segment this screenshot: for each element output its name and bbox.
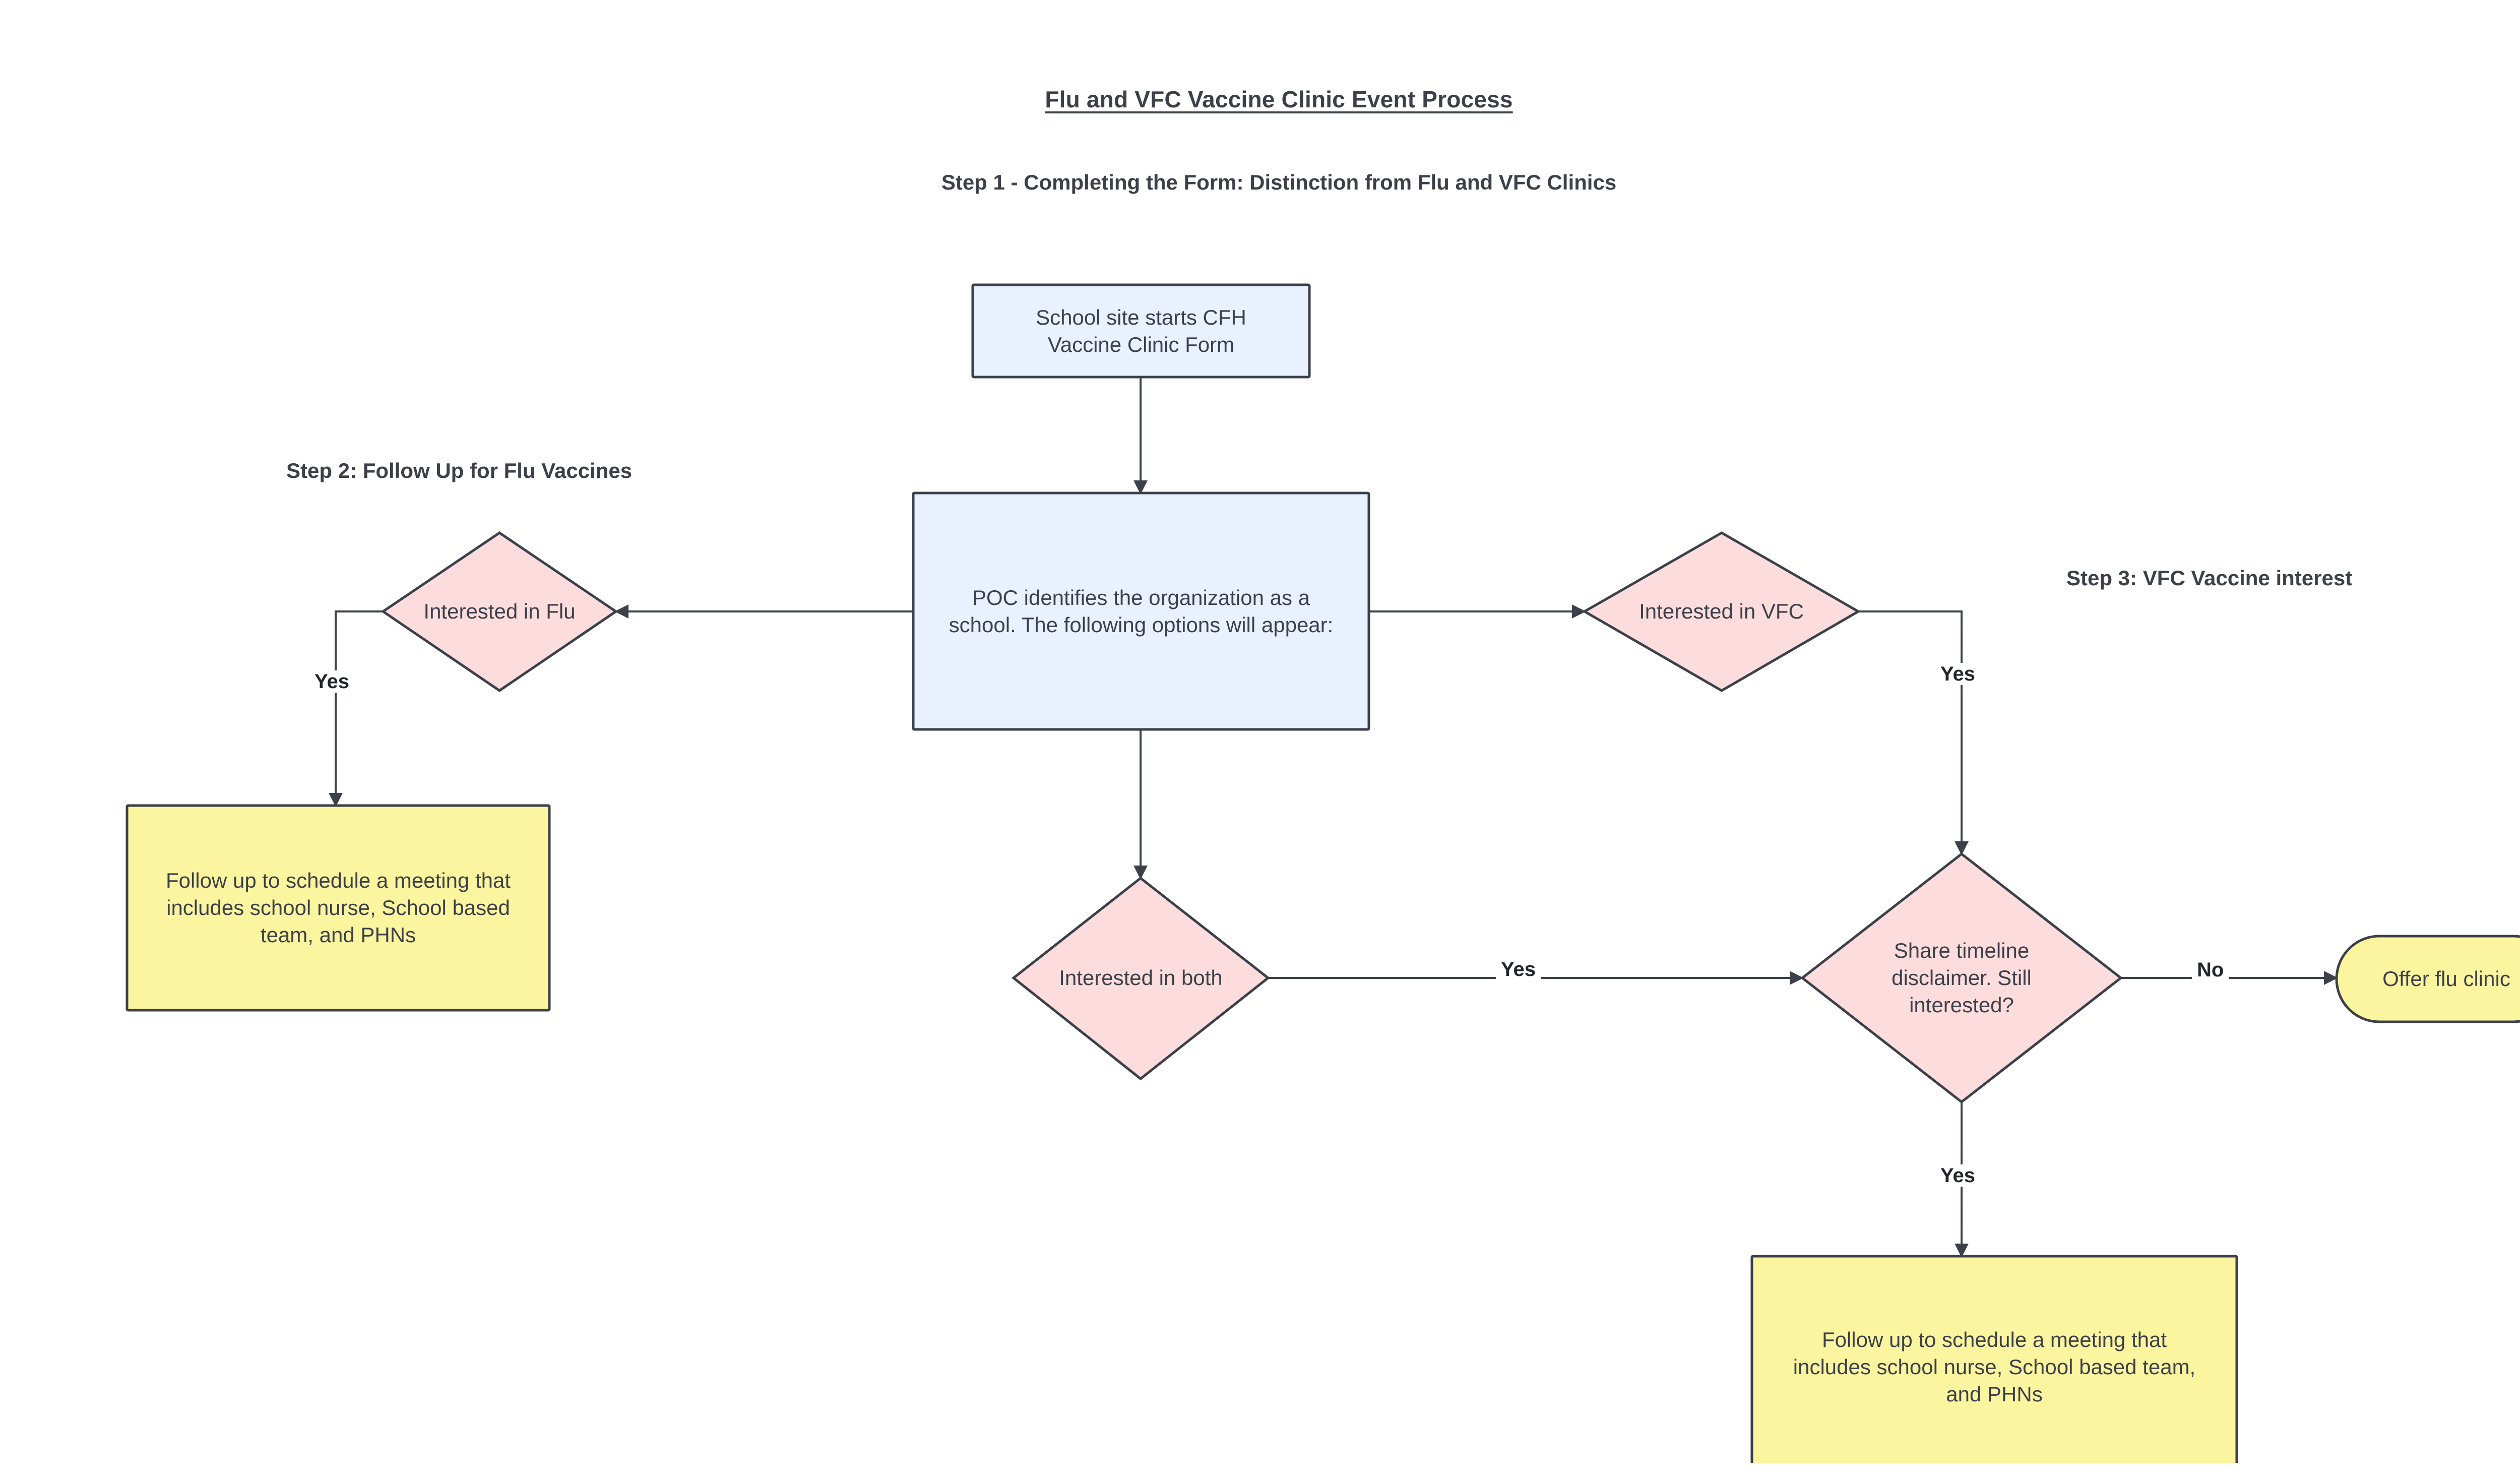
heading-step-3: Step 3: VFC Vaccine interest [2066,566,2353,590]
page-title: Flu and VFC Vaccine Clinic Event Process [1045,86,1513,112]
edge-vfc-to-share [1858,610,1969,855]
node-start-form-shape[interactable] [971,283,1311,379]
node-interested-vfc-shape[interactable] [1582,531,1861,692]
node-follow-up-flu-shape[interactable] [125,804,551,1012]
edge-label-share-no: No [2192,959,2229,981]
edge-label-share-yes: Yes [1935,1164,1980,1187]
node-share-timeline-shape[interactable] [1800,852,2123,1104]
edge-label-flu-yes: Yes [309,670,354,693]
heading-step-2: Step 2: Follow Up for Flu Vaccines [286,459,633,482]
edge-label-vfc-yes: Yes [1935,663,1980,685]
node-interested-both-shape[interactable] [1011,876,1271,1081]
heading-step-1: Step 1 - Completing the Form: Distinctio… [941,170,1617,194]
edge-label-both-yes: Yes [1496,958,1541,980]
node-offer-flu-clinic-shape[interactable] [2335,935,2520,1023]
node-interested-flu-shape[interactable] [381,531,618,693]
node-follow-up-vfc-shape[interactable] [1750,1255,2238,1463]
node-poc-identifies-shape[interactable] [912,491,1370,731]
edge-flu-to-followup [329,610,383,807]
